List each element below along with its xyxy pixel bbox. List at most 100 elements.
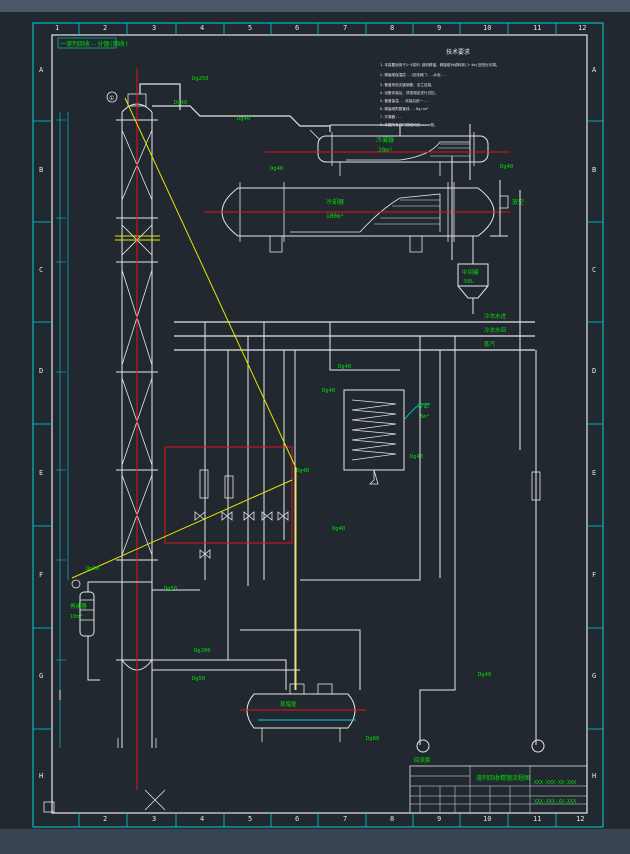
tank-label: 中间罐 <box>462 268 479 276</box>
grid-col-label: 11 <box>533 815 541 823</box>
pipe-label: Dg40 <box>338 364 351 370</box>
pipe-label: Dg50 <box>164 586 177 592</box>
grid-col-label: 10 <box>483 24 491 32</box>
pump-label-left: 回流泵 <box>414 756 431 764</box>
grid-row-labels: A B C D E F G H A B C D E F G H <box>39 66 597 780</box>
pipe-label: Dg40 <box>322 388 335 394</box>
utility-headers <box>174 321 535 351</box>
distillation-column <box>115 68 166 811</box>
note-line: 6.精馏塔附属管线...Kg/cm² <box>380 106 429 111</box>
pipe-label: Dg80 <box>366 736 379 742</box>
grid-col-label: 9 <box>437 24 441 32</box>
grid-col-label: 7 <box>343 815 347 823</box>
grid-col-label: 8 <box>390 24 394 32</box>
pipe-label: Dg40 <box>500 164 513 170</box>
pipe-label: Dg250 <box>192 76 209 82</box>
grid-row-label: H <box>592 772 596 780</box>
note-line: 8.本图所有阀门规格均应...一致。 <box>380 122 438 127</box>
grid-col-label: 6 <box>295 24 299 32</box>
grid-column-labels-bottom: 2 3 4 5 6 7 8 9 10 11 12 <box>103 815 584 823</box>
grid-row-label: D <box>39 367 43 375</box>
reboiler-label: 再沸器 <box>70 602 87 610</box>
utility-line-label: 冷冻水进 <box>484 312 507 320</box>
note-line: 4.设备安装后，须按规定进行试压。 <box>380 90 438 95</box>
instrument-region <box>164 446 293 544</box>
grid-col-label: 4 <box>200 815 204 823</box>
top-toolbar-strip <box>0 0 630 12</box>
grid-row-label: C <box>39 266 43 274</box>
grid-row-label: E <box>39 469 43 477</box>
pipe-labels: Dg250 Dg40 Dg40 Dg40 Dg40 Dg40 Dg40 Dg40… <box>86 76 513 742</box>
grid-row-label: B <box>592 166 596 174</box>
intermediate-tank: 中间罐 50L <box>457 263 489 314</box>
grid-tick-marks <box>33 23 603 827</box>
grid-row-label: G <box>592 672 596 680</box>
process-pipes <box>152 190 537 745</box>
condenser-area: 20m² <box>378 147 392 154</box>
title-block-code-b: XXX-XXX-XX-XXX <box>534 799 576 805</box>
grid-col-label: 10 <box>483 815 491 823</box>
grid-col-label: 12 <box>576 815 584 823</box>
grid-col-label: 6 <box>295 815 299 823</box>
header-label-box <box>57 37 117 49</box>
grid-col-label: 7 <box>343 24 347 32</box>
still-pot-label: 蒸馏釜 <box>280 700 297 708</box>
grid-row-label: H <box>39 772 43 780</box>
pipe-label: Dg40 <box>478 672 491 678</box>
grid-col-label: 11 <box>533 24 541 32</box>
title-block-title: 溶剂回收精馏流程图 <box>476 774 530 782</box>
grid-col-label: 8 <box>390 815 394 823</box>
note-line: 5.管道保温...安装后统一... <box>380 98 430 103</box>
reboiler-area: 10m² <box>70 613 83 620</box>
grid-row-label: F <box>39 571 43 579</box>
pipe-label: Dg40 <box>270 166 283 172</box>
pipe-label: Dg40 <box>174 100 187 106</box>
utility-line-label: 蒸汽 <box>484 340 496 348</box>
grid-col-label: 9 <box>437 815 441 823</box>
grid-column-labels: 1 2 3 4 5 6 7 8 9 10 11 12 <box>55 24 586 32</box>
reflux-pump: 回流泵 <box>414 739 431 764</box>
reflux-line <box>71 97 297 690</box>
grid-col-label: 2 <box>103 815 107 823</box>
bottom-status-strip <box>0 829 630 854</box>
notes-title: 技术要求 <box>446 48 470 56</box>
pipe-label: Dg40 <box>332 526 345 532</box>
grid-col-label: 5 <box>248 815 252 823</box>
discharge-pump <box>531 471 545 753</box>
grid-col-label: 5 <box>248 24 252 32</box>
grid-col-label: 2 <box>103 24 107 32</box>
note-line: 3.管道采用无缝钢管，法兰连接。 <box>380 82 435 87</box>
technical-notes: 技术要求 1.本装置适用于1~4溶剂-回收精馏，精馏塔为填料塔(1~4m)回流比… <box>380 48 499 127</box>
note-line: 7.冷凝器... <box>380 114 402 119</box>
coil-area: 5m² <box>420 413 430 420</box>
reboiler: 再沸器 10m² <box>59 579 152 700</box>
title-block-code-a: XXX-XXX-XX-XXX <box>534 780 576 786</box>
grid-row-label: A <box>592 66 597 74</box>
pipe-label: Dg50 <box>192 676 205 682</box>
still-pot: 蒸馏釜 <box>240 683 366 742</box>
grid-row-label: C <box>592 266 596 274</box>
grid-row-label: D <box>592 367 596 375</box>
overhead-vapor-pipe <box>139 83 331 132</box>
grid-col-label: 3 <box>152 24 156 32</box>
condenser: 冷凝器 20m² <box>265 129 510 176</box>
grid-row-label: E <box>592 469 596 477</box>
column-dimensions <box>56 112 69 748</box>
tank-volume: 50L <box>464 279 475 285</box>
cooler-label: 冷却器 <box>326 198 344 206</box>
cooler: 冷却器 100m² <box>204 182 510 253</box>
grid-col-label: 4 <box>200 24 204 32</box>
condenser-label: 冷凝器 <box>376 136 394 144</box>
grid-col-label: 3 <box>152 815 156 823</box>
corner-marker <box>43 801 55 813</box>
svg-text:①: ① <box>109 95 114 102</box>
pipe-label: Dg200 <box>194 648 211 654</box>
pipe-label: Dg40 <box>410 454 423 460</box>
grid-row-label: B <box>39 166 43 174</box>
note-line: 2.精馏塔保温层...回流阀门...水泥... <box>380 72 447 77</box>
cooler-area: 100m² <box>326 213 344 220</box>
grid-row-label: G <box>39 672 43 680</box>
note-line: 1.本装置适用于1~4溶剂-回收精馏，精馏塔为填料塔(1~4m)回流比可调。 <box>380 62 499 67</box>
grid-col-label: 12 <box>578 24 586 32</box>
